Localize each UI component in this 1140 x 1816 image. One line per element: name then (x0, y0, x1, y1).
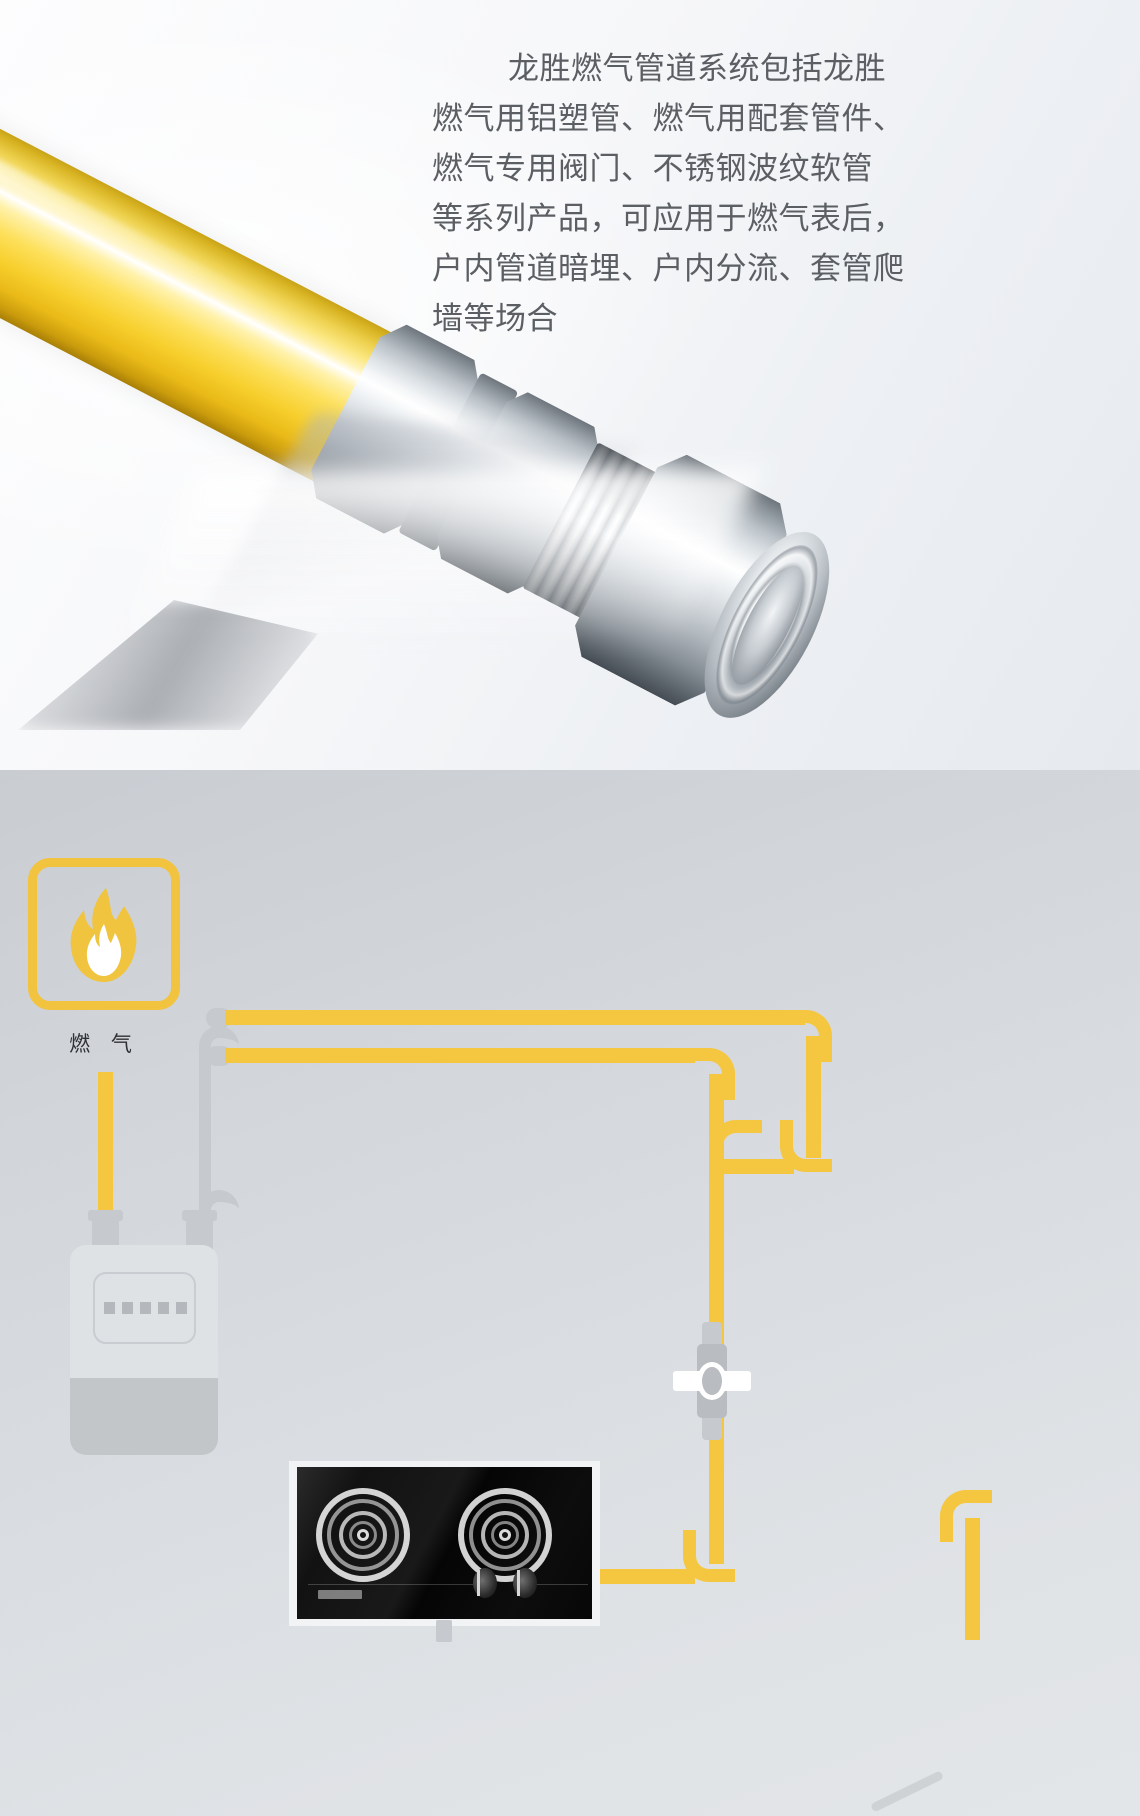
product-hero-panel: 龙胜燃气管道系统包括龙胜 燃气用铝塑管、燃气用配套管件、 燃气专用阀门、不锈钢波… (0, 0, 1140, 770)
hero-description: 龙胜燃气管道系统包括龙胜 燃气用铝塑管、燃气用配套管件、 燃气专用阀门、不锈钢波… (432, 44, 952, 344)
stove-knob-right-indicator (517, 1570, 520, 1596)
gas-meter-lower-shell (70, 1378, 218, 1455)
stove-burner-left (316, 1488, 410, 1582)
valve-handle-ring-icon[interactable] (697, 1362, 727, 1400)
stove-trim-line-left (308, 1584, 473, 1585)
stove-brand-mark (318, 1590, 362, 1599)
gas-meter-display-window (93, 1272, 196, 1344)
gas-meter-digit (176, 1302, 187, 1314)
gas-meter-digit (122, 1302, 133, 1314)
pipe-sink-feed (965, 1518, 980, 1640)
gas-source-label: 燃 气 (69, 1032, 139, 1056)
gas-meter-digit (104, 1302, 115, 1314)
stove-trim-line-right (513, 1584, 588, 1585)
hero-copy-line-3: 燃气专用阀门、不锈钢波纹软管 (432, 151, 873, 187)
hero-copy-line-4: 等系列产品，可应用于燃气表后， (432, 201, 905, 237)
pipe-branch-stove-horizontal (225, 1048, 695, 1063)
hero-copy-line-1: 龙胜燃气管道系统包括龙胜 (508, 51, 886, 87)
hero-copy-line-6: 墙等场合 (432, 301, 558, 337)
hero-copy-line-5: 户内管道暗埋、户内分流、套管爬 (432, 251, 905, 287)
stove-burner-right (458, 1488, 552, 1582)
riser-vertical-metal (199, 1060, 211, 1220)
flame-icon (70, 888, 137, 982)
pipe-corner-stove-top (683, 1048, 735, 1100)
pipe-corner-right-return (940, 1490, 992, 1542)
pipe-branch-stove-vertical (709, 1074, 724, 1564)
pipe-branch-sink-horizontal (225, 1010, 805, 1025)
gas-meter-digit (158, 1302, 169, 1314)
gas-meter-digit (140, 1302, 151, 1314)
pipe-corner-sink-top (780, 1010, 832, 1062)
gas-source-badge (28, 858, 180, 1010)
pipe-source-to-meter (98, 1072, 113, 1247)
stove-knob-left-indicator (477, 1570, 480, 1596)
faucet-handle-icon (870, 1770, 945, 1813)
meter-inlet-cap (88, 1210, 123, 1221)
hero-copy-line-2: 燃气用铝塑管、燃气用配套管件、 (432, 101, 905, 137)
stove-gas-inlet-connector (436, 1620, 452, 1642)
valve-hub (702, 1367, 722, 1395)
